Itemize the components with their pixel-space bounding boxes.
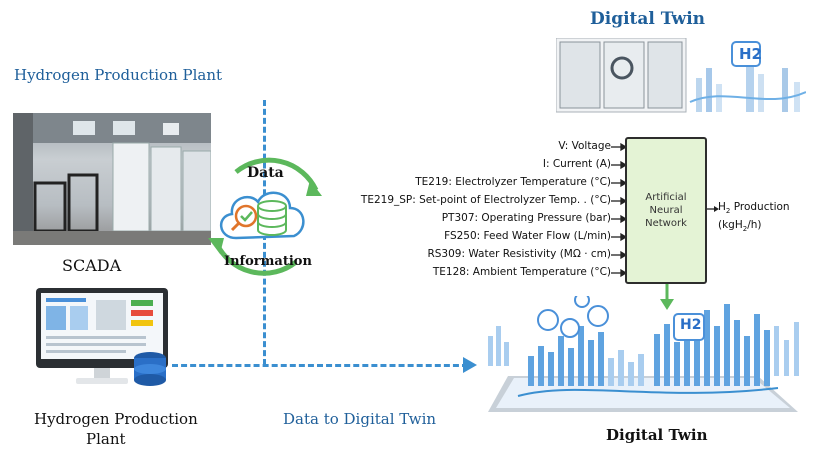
- input-arrows: [611, 142, 627, 278]
- ann-block: [625, 137, 707, 284]
- output-unit-post: /h): [747, 219, 762, 232]
- digital-twin-tablet-image: [478, 292, 808, 424]
- arrowhead-icon: [463, 357, 477, 373]
- ann-input-list: V: Voltage I: Current (A) TE219: Electro…: [300, 140, 611, 280]
- input-electrolyzer-temp: TE219: Electrolyzer Temperature (°C): [415, 176, 611, 188]
- ann-output-label: H2 Production (kgH2/h): [718, 200, 790, 236]
- output-unit-pre: (kgH: [718, 219, 743, 232]
- cycle-information-label: Information: [224, 254, 312, 269]
- ann-label-line1: Artificial: [645, 192, 687, 203]
- output-production-label: Production: [730, 201, 790, 213]
- data-information-cycle: [206, 150, 324, 280]
- h2-badge-bottom: H2: [680, 317, 702, 333]
- digital-twin-title-top: Digital Twin: [590, 9, 706, 29]
- output-arrow-icon: [707, 206, 719, 212]
- dashed-connector-horizontal: [172, 364, 468, 367]
- input-voltage: V: Voltage: [558, 140, 611, 152]
- digital-twin-container-image: [555, 37, 807, 116]
- ann-label-line2: Neural: [649, 205, 683, 216]
- input-electrolyzer-setpoint: TE219_SP: Set-point of Electrolyzer Temp…: [360, 194, 611, 206]
- output-h-sub: 2: [725, 207, 731, 216]
- h2-badge-top: H2: [739, 45, 762, 63]
- input-feed-water-flow: FS250: Feed Water Flow (L/min): [444, 230, 611, 242]
- plant-title-bottom-line2: Plant: [86, 430, 126, 448]
- down-arrow-icon: [660, 284, 674, 310]
- input-ambient-temp: TE128: Ambient Temperature (°C): [432, 266, 611, 278]
- output-h-label: H: [718, 201, 726, 213]
- plant-title-bottom-line1: Hydrogen Production: [34, 410, 198, 428]
- ann-label-line3: Network: [645, 218, 687, 229]
- cycle-data-label: Data: [247, 165, 284, 181]
- plant-photo: [13, 113, 211, 245]
- ann-label: Artificial Neural Network: [625, 191, 707, 230]
- input-current: I: Current (A): [542, 158, 611, 170]
- input-operating-pressure: PT307: Operating Pressure (bar): [441, 212, 611, 224]
- scada-label: SCADA: [62, 256, 122, 275]
- output-unit-sub: 2: [742, 225, 748, 234]
- scada-monitor-icon: [36, 288, 168, 388]
- digital-twin-title-bottom: Digital Twin: [606, 426, 708, 444]
- plant-title-top: Hydrogen Production Plant: [14, 66, 223, 84]
- data-to-dt-label: Data to Digital Twin: [283, 410, 437, 428]
- input-water-resistivity: RS309: Water Resistivity (MΩ · cm): [427, 248, 611, 260]
